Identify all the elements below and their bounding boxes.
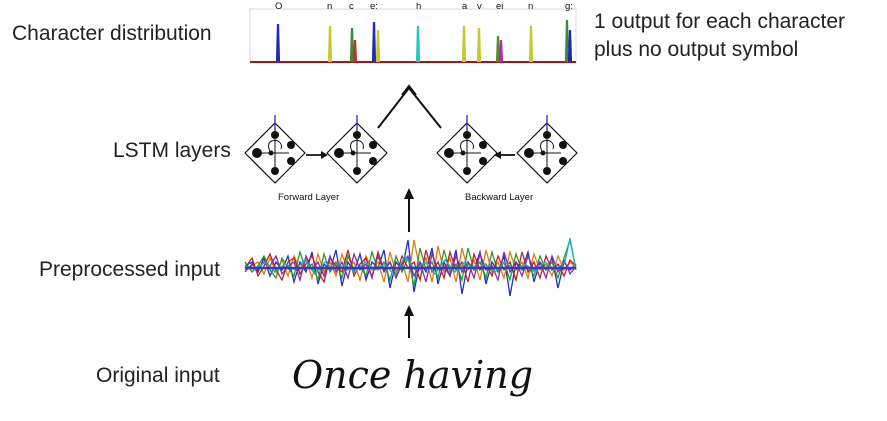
lstm-cell-backward-1 (436, 114, 498, 184)
distribution-frame (249, 8, 577, 64)
dist-char-label: n (327, 1, 332, 12)
spike-c2 (352, 39, 358, 63)
backward-layer-label: Backward Layer (465, 192, 533, 203)
preprocessed-signal (244, 237, 577, 297)
spike-h (415, 25, 421, 63)
spike-n2 (528, 25, 534, 63)
arrow-to-lstm (404, 188, 414, 232)
distribution-spikes (275, 19, 573, 63)
label-original-input: Original input (96, 364, 220, 387)
spike-e2 (375, 29, 381, 63)
spike-e (371, 21, 377, 63)
forward-arrow (306, 151, 328, 159)
dist-char-label: O (275, 1, 282, 12)
spike-a (461, 25, 467, 63)
dist-char-label: e: (370, 1, 378, 12)
dist-char-label: g: (565, 1, 573, 12)
spike-O (275, 23, 281, 63)
spike-n (327, 25, 333, 63)
dist-char-label: n (528, 1, 533, 12)
output-annotation: 1 output for each character plus no outp… (594, 8, 845, 64)
label-lstm-layers: LSTM layers (113, 139, 231, 162)
merge-arrow (377, 84, 442, 129)
dist-char-label: a (462, 1, 468, 12)
backward-arrow (494, 151, 515, 159)
character-distribution-plot: O n c e: h a v ei n g: (249, 1, 577, 64)
merge-arrowhead (401, 84, 417, 96)
signal-trace-cyan (244, 237, 577, 278)
label-character-distribution: Character distribution (12, 22, 212, 45)
backward-layer: Backward Layer (436, 114, 578, 203)
signal-trace-purple (244, 251, 577, 283)
merge-lines (377, 86, 442, 129)
dist-char-label: v (477, 1, 482, 12)
forward-layer: Forward Layer (244, 114, 388, 203)
arrow-to-preprocessed (404, 305, 414, 338)
distribution-char-labels: O n c e: h a v ei n g: (275, 1, 573, 12)
spike-c (349, 27, 355, 63)
spike-ei2 (498, 39, 504, 63)
spike-ei (495, 35, 501, 63)
spike-g2 (567, 29, 573, 63)
handwritten-input: Once having (292, 353, 533, 397)
spike-g (564, 19, 570, 63)
forward-layer-label: Forward Layer (278, 192, 339, 203)
lstm-cell-forward-2 (326, 114, 388, 184)
spike-v (476, 27, 482, 63)
label-preprocessed-input: Preprocessed input (39, 258, 220, 281)
annotation-line-1: 1 output for each character (594, 10, 845, 33)
annotation-line-2: plus no output symbol (594, 38, 799, 61)
dist-char-label: c (349, 1, 354, 12)
dist-char-label: ei (496, 1, 503, 12)
dist-char-label: h (416, 1, 421, 12)
lstm-cell-backward-2 (516, 114, 578, 184)
lstm-cell-forward-1 (244, 114, 306, 184)
